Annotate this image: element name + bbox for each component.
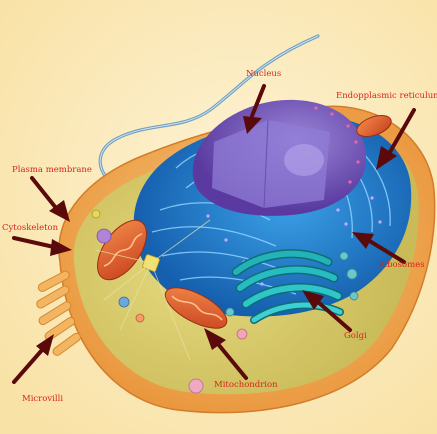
arrow-golgi <box>316 300 352 332</box>
arrow-endoplasmic-reticulum <box>388 108 416 154</box>
nucleus-cutaway <box>212 120 330 208</box>
label-endoplasmic-reticulum: Endopplasmic reticulum <box>336 91 437 101</box>
label-nucleus: Nucleus <box>246 69 282 79</box>
arrow-mitochondrion <box>216 342 248 380</box>
arrow-cytoskeleton <box>12 236 56 249</box>
label-plasma-membrane: Plasma membrane <box>12 165 92 175</box>
nucleolus <box>284 144 324 176</box>
centrosome <box>95 219 211 361</box>
label-microvilli: Microvilli <box>22 394 64 404</box>
label-cytoskeleton: Cytoskeleton <box>2 223 59 233</box>
nuclear-pores <box>314 106 360 184</box>
arrow-ribosomes <box>366 238 406 264</box>
microvilli <box>36 270 81 356</box>
label-golgi: Golgi <box>344 331 367 341</box>
mitochondrion-lower <box>164 287 228 329</box>
golgi-vesicles <box>225 251 359 317</box>
golgi <box>231 249 344 324</box>
vesicles <box>91 209 248 394</box>
arrow-microvilli <box>12 348 44 384</box>
label-mitochondrion: Mitochondrion <box>214 380 278 390</box>
mitochondrion-upper-right <box>356 115 392 137</box>
label-arrows <box>12 84 416 384</box>
arrow-nucleus <box>250 84 266 118</box>
label-ribosomes: Ribosomes <box>378 260 425 270</box>
arrow-plasma-membrane <box>30 176 58 210</box>
